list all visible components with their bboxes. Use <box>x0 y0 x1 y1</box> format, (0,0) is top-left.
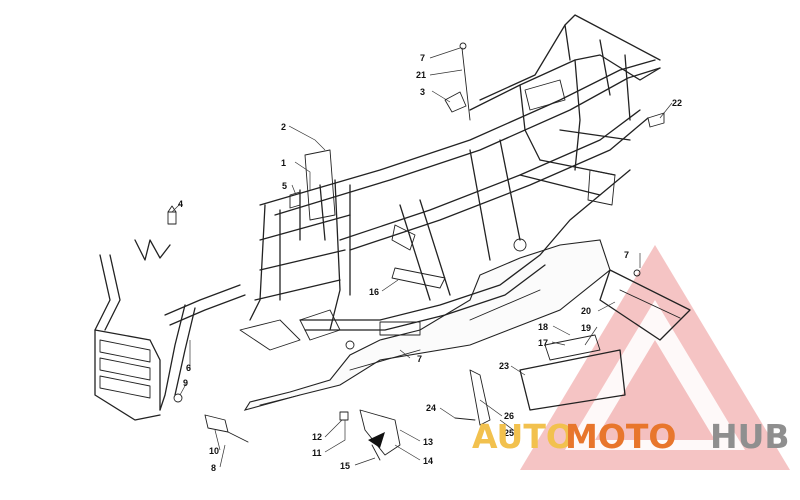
callout-7-top: 7 <box>420 53 425 63</box>
callout-23: 23 <box>499 361 509 371</box>
callout-13: 13 <box>423 437 433 447</box>
callout-21: 21 <box>416 70 426 80</box>
main-frame <box>239 14 661 351</box>
watermark-auto: AUTO <box>472 417 574 456</box>
arrow-marker <box>368 432 385 448</box>
leader-lines <box>171 47 673 468</box>
callout-2: 2 <box>281 122 286 132</box>
front-bumper <box>94 239 171 421</box>
watermark-hub: HUB <box>710 417 790 456</box>
callout-9: 9 <box>183 378 188 388</box>
callout-4: 4 <box>178 199 183 209</box>
callout-15: 15 <box>340 461 350 471</box>
callout-7-right: 7 <box>624 250 629 260</box>
callout-12: 12 <box>312 432 322 442</box>
watermark-wordmark: AUTO MOTO HUB <box>472 417 790 456</box>
front-guard-tube <box>159 284 246 411</box>
callout-5: 5 <box>282 181 287 191</box>
callout-19: 19 <box>581 323 591 333</box>
callout-16: 16 <box>369 287 379 297</box>
callout-7-center: 7 <box>417 354 422 364</box>
callout-26: 26 <box>504 411 514 421</box>
callout-18: 18 <box>538 322 548 332</box>
skid-plate <box>243 239 611 411</box>
callout-8: 8 <box>211 463 216 473</box>
callout-25: 25 <box>504 428 514 438</box>
callout-11: 11 <box>312 448 322 458</box>
callout-20: 20 <box>581 306 591 316</box>
callout-14: 14 <box>423 456 433 466</box>
callout-1: 1 <box>281 158 286 168</box>
callout-3: 3 <box>420 87 425 97</box>
watermark-moto: MOTO <box>565 417 676 456</box>
callout-6: 6 <box>186 363 191 373</box>
callout-17: 17 <box>538 338 548 348</box>
small-parts <box>167 42 691 461</box>
watermark-triangle-logo <box>520 245 790 470</box>
callout-22: 22 <box>672 98 682 108</box>
callout-24: 24 <box>426 403 436 413</box>
callout-10: 10 <box>209 446 219 456</box>
callout-labels: 1 2 3 4 5 6 7 7 7 8 9 10 11 12 13 14 15 … <box>178 53 682 473</box>
